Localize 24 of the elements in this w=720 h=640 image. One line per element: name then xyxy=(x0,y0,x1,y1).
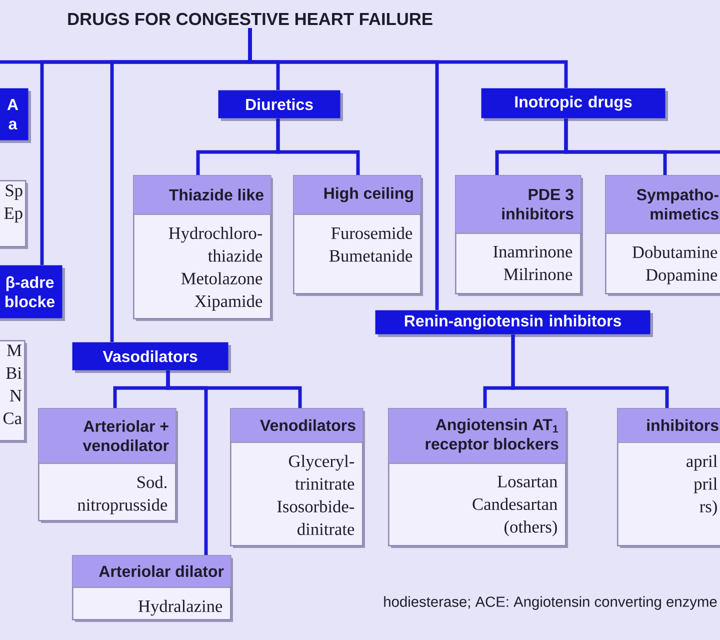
category-box: A a xyxy=(0,88,31,143)
drug-class-box: Sympatho- mimetics Dobutamine Dopamine xyxy=(605,175,720,296)
drug-class-box: High ceiling Furosemide Bumetanide xyxy=(293,175,423,296)
category-box: Diuretics xyxy=(218,90,343,121)
drug-class-box: inhibitors april pril rs) xyxy=(617,408,720,548)
category-box: Inotropic drugs xyxy=(481,88,668,121)
drug-list-box: Sp Ep xyxy=(0,180,28,249)
category-box: Vasodilators xyxy=(72,342,231,373)
drug-class-box: Venodilators Glyceryl- trinitrate Isosorbide- dinitrate xyxy=(230,408,365,548)
drug-class-box: Angiotensin AT$_{1}$ receptor blockers Losartan Candesartan (others) xyxy=(388,408,568,548)
drug-list-box: M Bi N Ca xyxy=(0,340,27,443)
drug-class-box: Thiazide like Hydrochloro- thiazide Metolazone Xipamide xyxy=(133,175,273,321)
category-box: β-adre blocke xyxy=(0,265,65,321)
drug-class-box: Arteriolar dilator Hydralazine xyxy=(72,555,233,622)
category-box: Renin-angiotensin inhibitors xyxy=(375,310,653,337)
drug-class-box: PDE 3 inhibitors Inamrinone Milrinone xyxy=(455,175,583,296)
drug-class-box: Arteriolar + venodilator Sod. nitroprusside xyxy=(38,408,178,523)
footnote: hodiesterase; ACE: Angiotensin converting enzyme xyxy=(384,596,717,610)
connector-line xyxy=(166,370,302,408)
connector-line xyxy=(511,334,669,408)
connector-line xyxy=(248,28,568,88)
connector-line xyxy=(276,118,360,175)
connector-line xyxy=(564,118,720,154)
diagram-title: DRUGS FOR CONGESTIVE HEART FAILURE xyxy=(68,12,432,26)
